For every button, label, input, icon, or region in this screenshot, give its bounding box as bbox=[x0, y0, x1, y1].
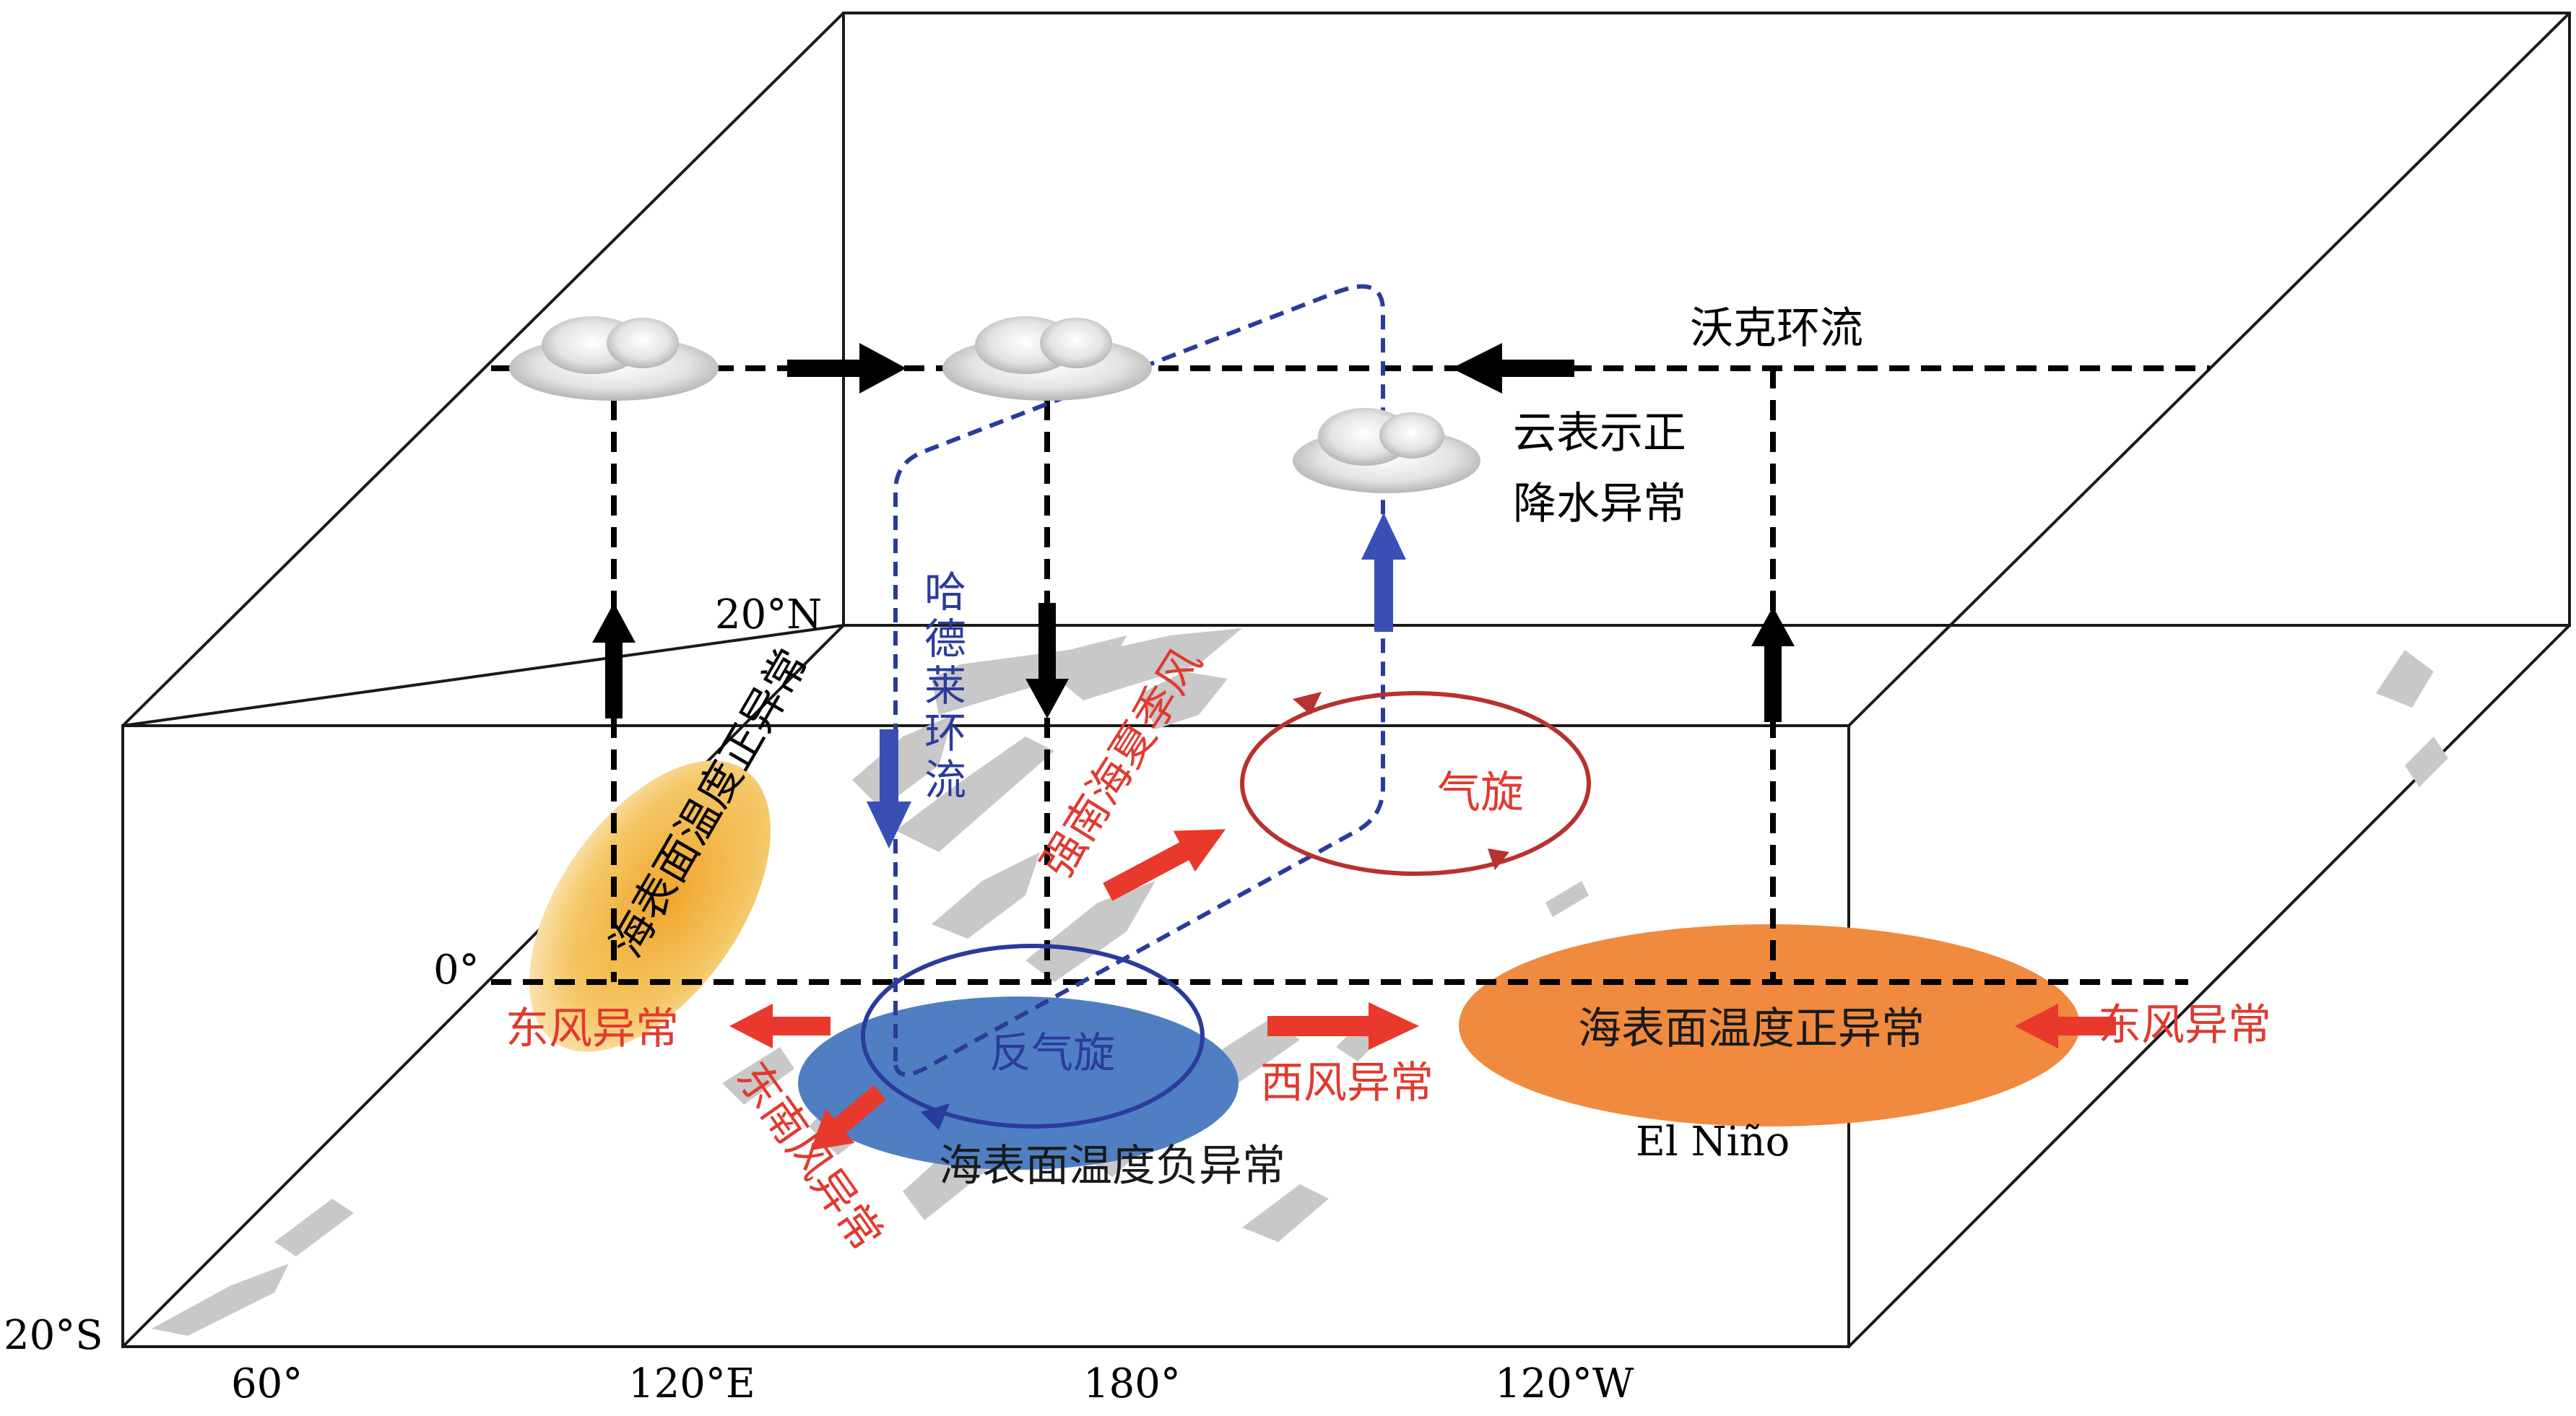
walker-circulation bbox=[491, 365, 2210, 985]
southeast-wind-arrow bbox=[810, 1085, 886, 1151]
west-warm-pool bbox=[529, 760, 771, 1052]
cold-pool-label: 海表面温度负异常 bbox=[939, 1141, 1285, 1191]
cloud-east bbox=[1293, 408, 1480, 493]
east-wind-label-left: 东风异常 bbox=[506, 1004, 679, 1054]
cyclone-arrow-bottom bbox=[1488, 848, 1509, 870]
east-wind-arrow-right bbox=[2015, 1004, 2116, 1048]
hadley-char-4: 环 bbox=[924, 708, 966, 757]
el-nino-label: El Niño bbox=[1636, 1119, 1790, 1165]
walker-up-arrow-west bbox=[592, 603, 636, 643]
east-warm-pool bbox=[1459, 924, 2080, 1126]
hadley-char-5: 流 bbox=[924, 755, 966, 804]
walker-label: 沃克环流 bbox=[1690, 303, 1863, 354]
walker-arrows bbox=[592, 343, 1795, 722]
west-wind-label: 西风异常 bbox=[1260, 1058, 1434, 1108]
anticyclone-label: 反气旋 bbox=[989, 1028, 1115, 1077]
lat-label-20n: 20°N bbox=[715, 591, 822, 638]
edge-top-left bbox=[121, 12, 845, 727]
hadley-char-2: 德 bbox=[924, 614, 966, 664]
east-wind-arrow-left bbox=[729, 1004, 831, 1048]
floor-edges bbox=[121, 624, 2570, 1348]
cold-pool bbox=[798, 996, 1239, 1170]
hadley-down-arrow bbox=[867, 802, 911, 848]
anticyclone-arrow bbox=[921, 1103, 950, 1130]
hadley-char-3: 莱 bbox=[924, 661, 966, 711]
hadley-char-1: 哈 bbox=[924, 568, 966, 617]
hadley-circulation-loop bbox=[893, 284, 1385, 1077]
box-frame bbox=[121, 12, 2571, 1348]
lat-label-equator: 0° bbox=[433, 947, 480, 994]
lat-label-20s: 20°S bbox=[4, 1312, 103, 1359]
hadley-arrows bbox=[867, 513, 1406, 848]
hadley-label: 哈 德 莱 环 流 bbox=[924, 568, 966, 804]
cyclone-ring bbox=[1240, 691, 1591, 876]
scs-monsoon-arrow bbox=[1103, 829, 1226, 901]
cloud-note-line1: 云表示正 bbox=[1513, 408, 1686, 459]
walker-up-arrow-east bbox=[1751, 607, 1795, 646]
lon-label-120e: 120°E bbox=[628, 1360, 755, 1407]
walker-right-arrow-upper bbox=[859, 343, 906, 394]
lon-label-120w: 120°W bbox=[1495, 1360, 1634, 1407]
east-wind-label-right: 东风异常 bbox=[2098, 1000, 2271, 1051]
edge-bottom-right bbox=[1847, 624, 2571, 1348]
edge-mid-left bbox=[122, 624, 844, 727]
cloud-center bbox=[942, 316, 1152, 401]
east-warm-label: 海表面温度正异常 bbox=[1578, 1004, 1925, 1054]
walker-left-arrow-upper bbox=[1452, 343, 1502, 394]
cloud-note-line2: 降水异常 bbox=[1513, 479, 1686, 529]
lon-label-60: 60° bbox=[231, 1360, 303, 1407]
lon-label-180: 180° bbox=[1083, 1360, 1181, 1407]
walker-down-arrow-center bbox=[1025, 679, 1069, 718]
anticyclone-ring bbox=[861, 944, 1205, 1129]
cyclone-arrow-top bbox=[1293, 692, 1322, 715]
cyclone-label: 气旋 bbox=[1437, 768, 1524, 818]
hadley-up-arrow bbox=[1361, 513, 1406, 560]
west-wind-arrow bbox=[1267, 1002, 1419, 1050]
wind-arrows bbox=[729, 829, 2116, 1151]
cloud-west bbox=[509, 316, 719, 401]
